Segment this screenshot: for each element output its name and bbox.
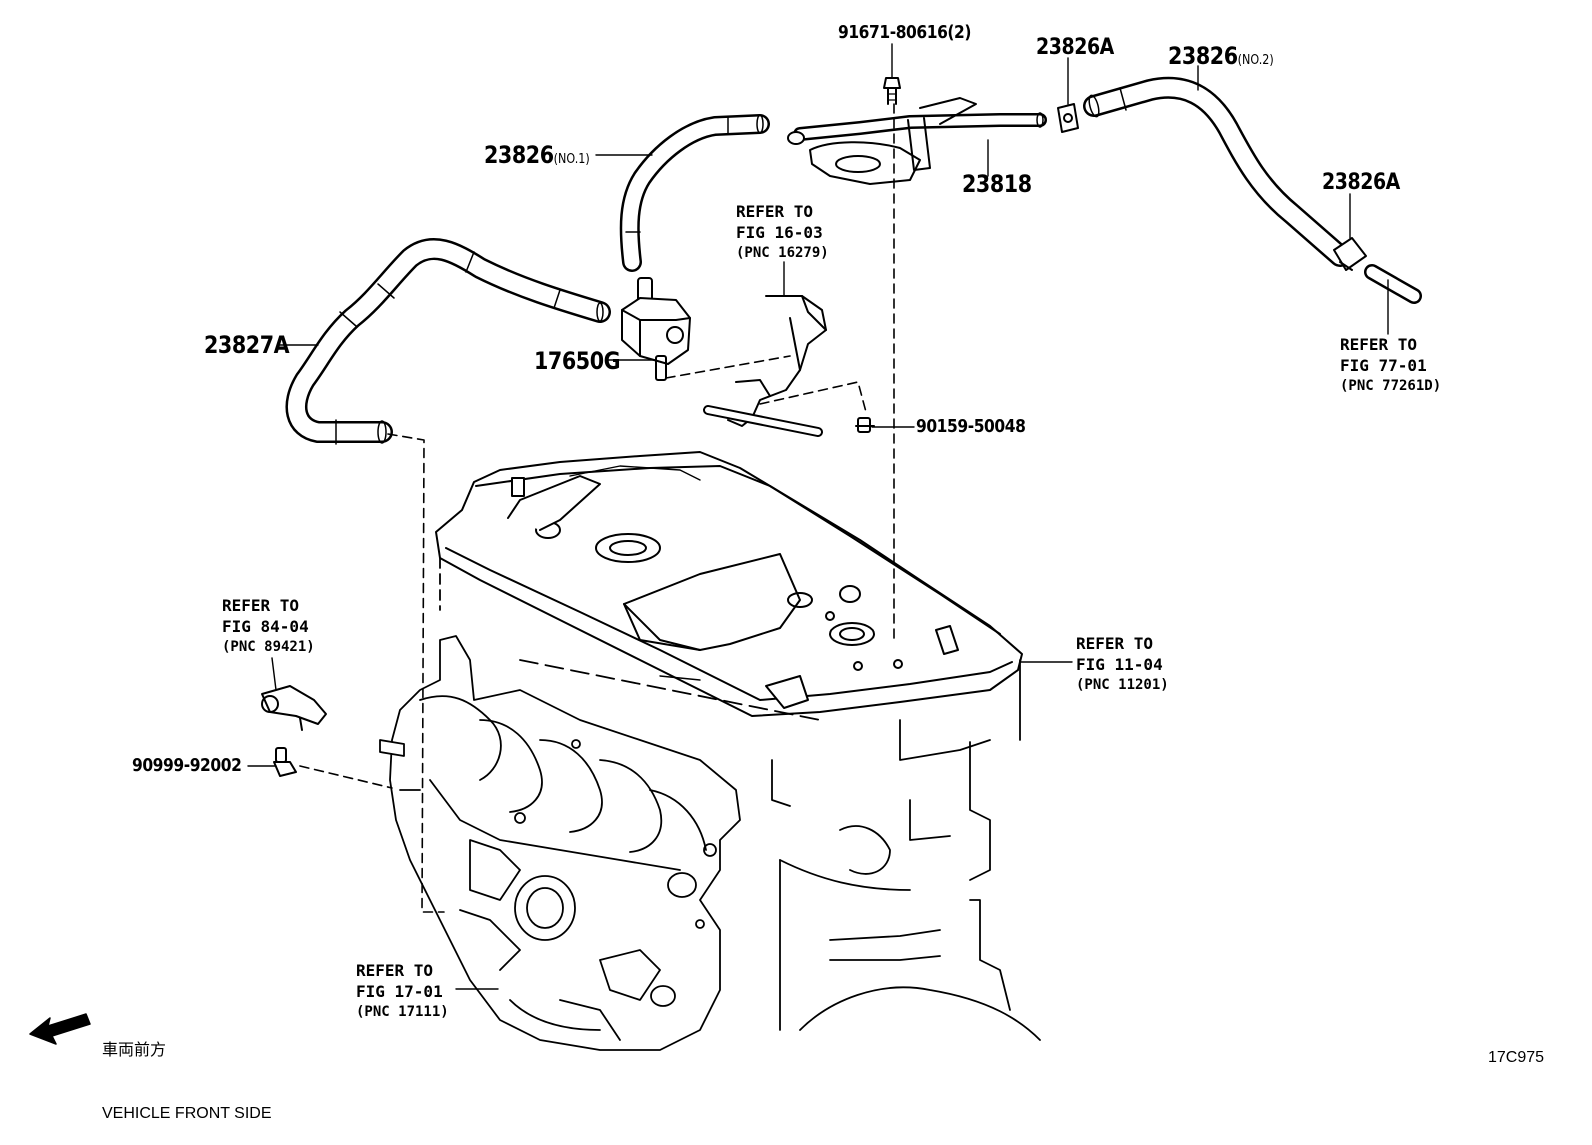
vehicle-front-note: 車両前方 VEHICLE FRONT SIDE — [102, 998, 272, 1145]
callout-23827a: 23827A — [204, 331, 290, 359]
cylinder-head-cover — [435, 451, 1023, 717]
alignment-dashes — [299, 103, 895, 913]
callout-23826a-right: 23826A — [1322, 170, 1400, 195]
engine-block — [439, 557, 1041, 1041]
bracket-pnc-16279 — [703, 295, 827, 437]
callout-23826-no2: 23826(NO.2) — [1168, 42, 1274, 70]
callout-91671-80616: 91671-80616(2) — [838, 22, 972, 43]
parts-diagram: 91671-80616(2) 23826A 23826(NO.2) 23826(… — [29, 22, 1545, 1122]
callout-23818: 23818 — [962, 170, 1032, 198]
hose-23826-no1 — [619, 114, 770, 272]
pipe-end-pnc-77261d — [1364, 264, 1422, 304]
sensor-pnc-89421 — [261, 685, 327, 731]
callout-23826-no2-suffix: (NO.2) — [1237, 53, 1274, 68]
hose-23826-no2 — [1083, 76, 1351, 267]
bolt-91671-80616 — [883, 77, 901, 105]
vehicle-front-japanese: 車両前方 — [102, 1042, 167, 1059]
callout-23826-no1: 23826(NO.1) — [484, 141, 590, 169]
diagram-drawing — [29, 43, 1422, 1051]
clamp-23826a-top — [1057, 103, 1079, 133]
plug-90999-92002 — [273, 747, 297, 777]
vsv-valve-17650g — [621, 277, 691, 381]
callout-17650g: 17650G — [534, 347, 621, 375]
callout-90999-92002: 90999-92002 — [132, 755, 242, 776]
leader-lines — [247, 43, 1389, 990]
bolt-90159-50048 — [855, 417, 875, 433]
arrow-left-icon — [29, 1013, 91, 1045]
pipe-23818 — [787, 97, 1047, 185]
callout-23826-no1-suffix: (NO.1) — [553, 152, 590, 167]
callout-90159-50048: 90159-50048 — [916, 416, 1026, 437]
callout-23826a-top: 23826A — [1036, 35, 1114, 60]
vehicle-front-english: VEHICLE FRONT SIDE — [102, 1105, 272, 1122]
clamp-23826a-right — [1333, 237, 1367, 271]
intake-manifold — [379, 635, 741, 1051]
hose-23827a — [285, 238, 611, 445]
figure-code: 17C975 — [1488, 1049, 1545, 1066]
